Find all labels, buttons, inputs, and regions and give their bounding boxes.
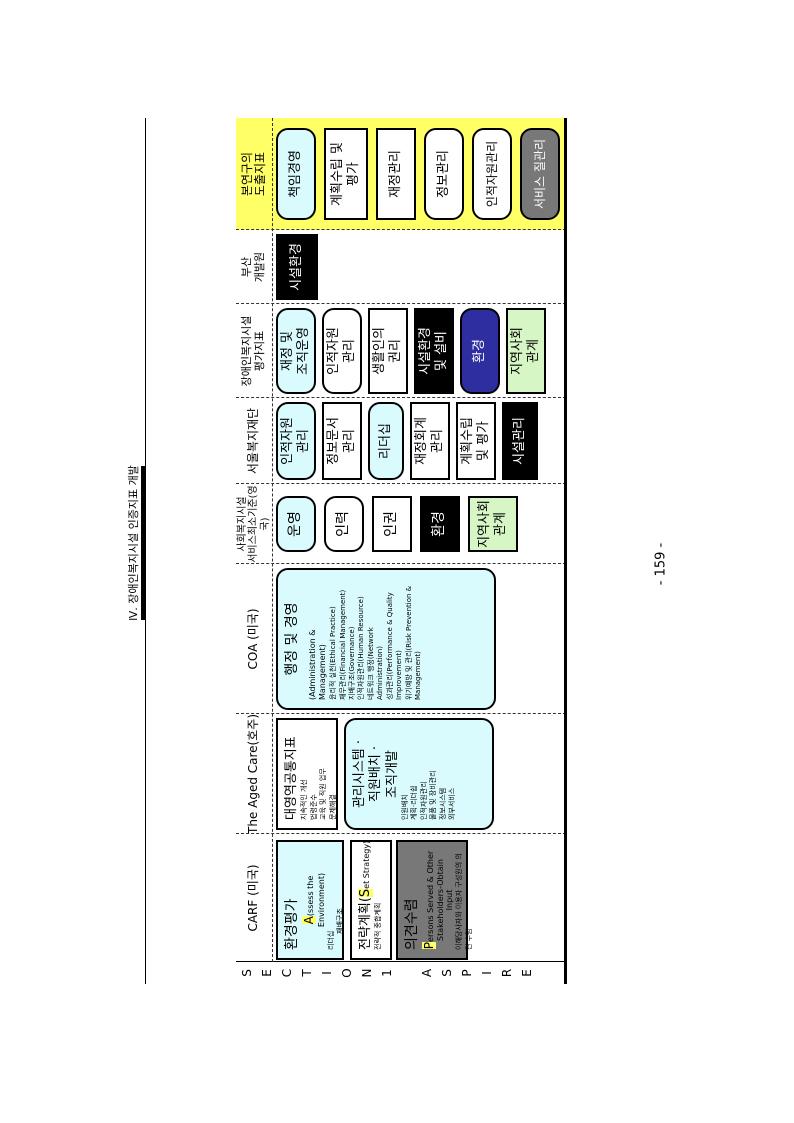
- col-header-busan: 부산 개발원: [240, 251, 266, 283]
- page-number: - 159 -: [653, 542, 669, 586]
- ssi-box: 인권: [372, 496, 412, 552]
- aged-box-common-item: 지속적인 개선: [300, 779, 309, 820]
- carf-box-assess: 환경평가 A(ssess the Environment) 리더십 재배구조: [276, 840, 344, 960]
- carf-box-strategy-item: 전략적 종합계획: [374, 902, 383, 950]
- final-box: 재정관리: [376, 128, 416, 220]
- aged-box-common-item: 문제해결: [328, 794, 337, 820]
- aged-box-management-title: 관리시스템 · 직원배치 · 조직개발: [352, 739, 400, 809]
- seoul-box: 계획수립 및 평가: [456, 402, 496, 480]
- aged-box-management-item: 계획·리더쉽: [410, 785, 419, 820]
- separator: [236, 397, 566, 398]
- carf-box-assess-item: 리더십: [326, 930, 335, 950]
- coa-box-admin-item: 성과관리(Performance & Quality Improvement): [385, 592, 404, 700]
- separator: [236, 563, 566, 564]
- final-box: 인적자원관리: [472, 128, 512, 220]
- aged-box-management-item: 물품 및 장비관리: [429, 770, 438, 820]
- col-header-carf: CARF (미국): [246, 864, 261, 932]
- ssi-box: 환경: [420, 496, 460, 552]
- eval-box: 시설환경 및 설비: [414, 308, 454, 394]
- final-box: 정보관리: [424, 128, 464, 220]
- coa-box-admin-item: 재무관리(Financial Management): [338, 589, 347, 700]
- eval-box: 인적자원 관리: [322, 308, 362, 394]
- carf-box-strategy: 전략계획(Set Strategy) 전략적 종합계획: [350, 840, 392, 960]
- coa-box-admin-item: 인적자원관리(Human Resource): [357, 596, 366, 700]
- final-box: 서비스 질관리: [520, 128, 560, 220]
- aged-box-common-item: 법령준수: [309, 794, 318, 820]
- separator: [236, 483, 566, 484]
- carf-box-persons-title: 의견수렴: [404, 898, 420, 950]
- final-box: 책임경영: [276, 128, 316, 220]
- aged-box-common-title: 대영역공통지표: [284, 736, 299, 820]
- col-header-seoul: 서울복지재단: [246, 407, 261, 475]
- final-box: 계획수립 및 평가: [324, 128, 368, 220]
- seoul-box: 인적자원 관리: [276, 402, 316, 480]
- separator: [236, 713, 566, 714]
- col-header-aged: The Aged Care(호주): [246, 713, 261, 834]
- aged-box-common: 대영역공통지표 지속적인 개선 법령준수 교육 및 직원 업무 문제해결: [276, 718, 338, 830]
- eval-box: 생활인의 권리: [368, 308, 408, 394]
- busan-box: 시설환경: [276, 234, 318, 300]
- aged-box-management-item: 외부서비스: [447, 787, 456, 820]
- coa-box-admin-item: 위기예방 및 관리(Risk Prevention & Management): [404, 585, 423, 700]
- page-header-title: Ⅳ. 장애인복지시설 인증지표 개발: [127, 465, 140, 621]
- seoul-box: 정보문서 관리: [322, 402, 362, 480]
- eval-box: 재정 및 조직운영: [276, 308, 316, 394]
- coa-box-admin-item: 지배구조(Governance): [347, 626, 356, 700]
- aged-box-management: 관리시스템 · 직원배치 · 조직개발 인원배치 계획·리더쉽 인적자원관리 물…: [344, 718, 494, 830]
- col-header-final: 본연구의 도출지표: [239, 151, 267, 197]
- coa-box-admin: 행정 및 경영 (Administration & Management) 윤리…: [276, 568, 496, 710]
- eval-box: 지역사회 관계: [506, 308, 546, 394]
- aged-box-common-item: 교육 및 직원 업무: [319, 768, 328, 820]
- carf-box-assess-title: 환경평가: [284, 898, 300, 950]
- eval-box: 환경: [460, 308, 500, 394]
- aged-box-management-item: 인적자원관리: [419, 781, 428, 820]
- separator: [236, 303, 566, 304]
- coa-box-admin-item: 네트워크 행정(Network Administration): [366, 627, 385, 700]
- aged-box-management-item: 인원배치: [400, 794, 409, 820]
- carf-box-assess-en: A(ssess the Environment): [301, 872, 326, 928]
- aged-box-management-item: 정보시스템: [438, 787, 447, 820]
- header-row-line: [272, 118, 273, 962]
- coa-box-admin-en: (Administration & Management): [307, 629, 328, 700]
- seoul-box: 시설관리: [502, 402, 538, 480]
- carf-box-persons-item: 이해당사자와 이용자 구성원의 의견 수렴: [455, 853, 473, 950]
- col-header-eval: 장애인복지시설 평가지표: [240, 315, 266, 387]
- carf-box-assess-item: 재배구조: [335, 908, 344, 934]
- carf-box-persons-en: Persons Served & Other Stakeholders-Obta…: [421, 850, 455, 950]
- section-label: SECTION1 ASPIRE: [236, 961, 566, 984]
- ssi-box: 운영: [276, 496, 316, 552]
- comparison-table: SECTION1 ASPIRE CARF (미국) The Aged Care(…: [236, 118, 567, 984]
- header-underline: [141, 466, 146, 620]
- separator: [236, 229, 566, 230]
- seoul-box: 리더십: [368, 402, 404, 480]
- col-header-coa: COA (미국): [246, 608, 261, 670]
- section-label-text: SECTION1 ASPIRE: [240, 966, 540, 980]
- coa-box-admin-item: 윤리적 실천(Ethical Practice): [329, 606, 338, 700]
- ssi-box: 지역사회 관계: [468, 496, 518, 552]
- ssi-box: 인력: [324, 496, 364, 552]
- carf-box-persons: 의견수렴 Persons Served & Other Stakeholders…: [396, 840, 473, 960]
- col-header-ssi: 사회복지시설 서비스최소기준(영국): [236, 485, 271, 563]
- coa-box-admin-title: 행정 및 경영: [284, 602, 300, 676]
- carf-box-strategy-title: 전략계획(Set Strategy): [358, 840, 373, 950]
- separator: [236, 833, 566, 834]
- seoul-box: 재정회계 관리: [410, 402, 450, 480]
- frame-left-line: [145, 118, 146, 984]
- frame-right-line: [564, 118, 567, 984]
